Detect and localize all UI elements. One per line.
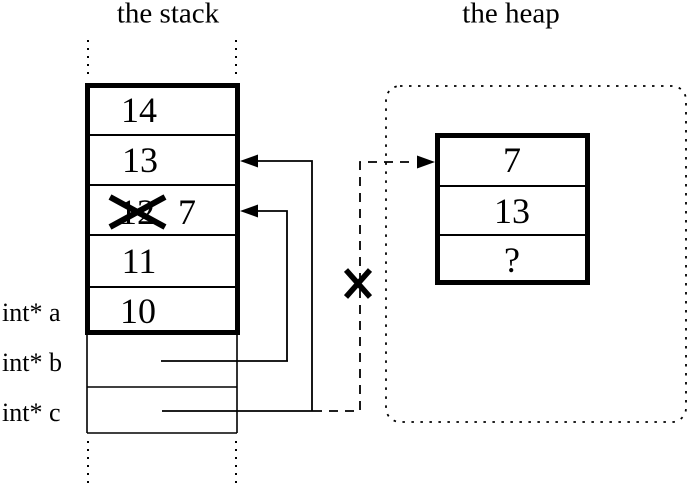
heap-region-dotted-boundary xyxy=(385,85,687,423)
stack-cell-value: 13 xyxy=(122,140,158,180)
dangling-heap-pointer-arrow xyxy=(313,155,435,412)
pointer-c-arrow xyxy=(162,154,313,412)
pointer-label-a: int* a xyxy=(2,298,61,327)
heap-cell-value: ? xyxy=(504,240,520,280)
stack-cell-dividers xyxy=(90,134,235,288)
heap-cell-value: 13 xyxy=(494,191,530,231)
stack-cell-value: 14 xyxy=(121,90,157,130)
stack-frame-box xyxy=(85,83,240,335)
stack-cell-value: 11 xyxy=(121,241,157,281)
stack-cell-value: 10 xyxy=(120,291,156,331)
stack-value-x-mark-icon xyxy=(108,194,167,230)
stack-dotted-boundary xyxy=(87,40,237,488)
pointer-b-arrow xyxy=(161,204,288,362)
pointer-label-b: int* b xyxy=(2,348,62,377)
arrowhead-right-icon xyxy=(417,155,435,169)
heap-block-box xyxy=(435,133,590,285)
pointer-variable-cells xyxy=(86,335,238,434)
arrowhead-left-icon xyxy=(240,204,258,218)
arrowhead-left-icon xyxy=(240,154,258,168)
heap-cell-dividers xyxy=(440,185,585,236)
stack-title: the stack xyxy=(116,0,220,30)
heap-title: the heap xyxy=(462,0,560,30)
stack-cell-new-value: 7 xyxy=(178,192,196,232)
stack-cell-old-value: 12 xyxy=(119,192,155,232)
pointer-label-c: int* c xyxy=(2,398,61,427)
heap-cell-value: 7 xyxy=(503,140,521,180)
heap-pointer-x-mark-icon xyxy=(343,268,373,299)
